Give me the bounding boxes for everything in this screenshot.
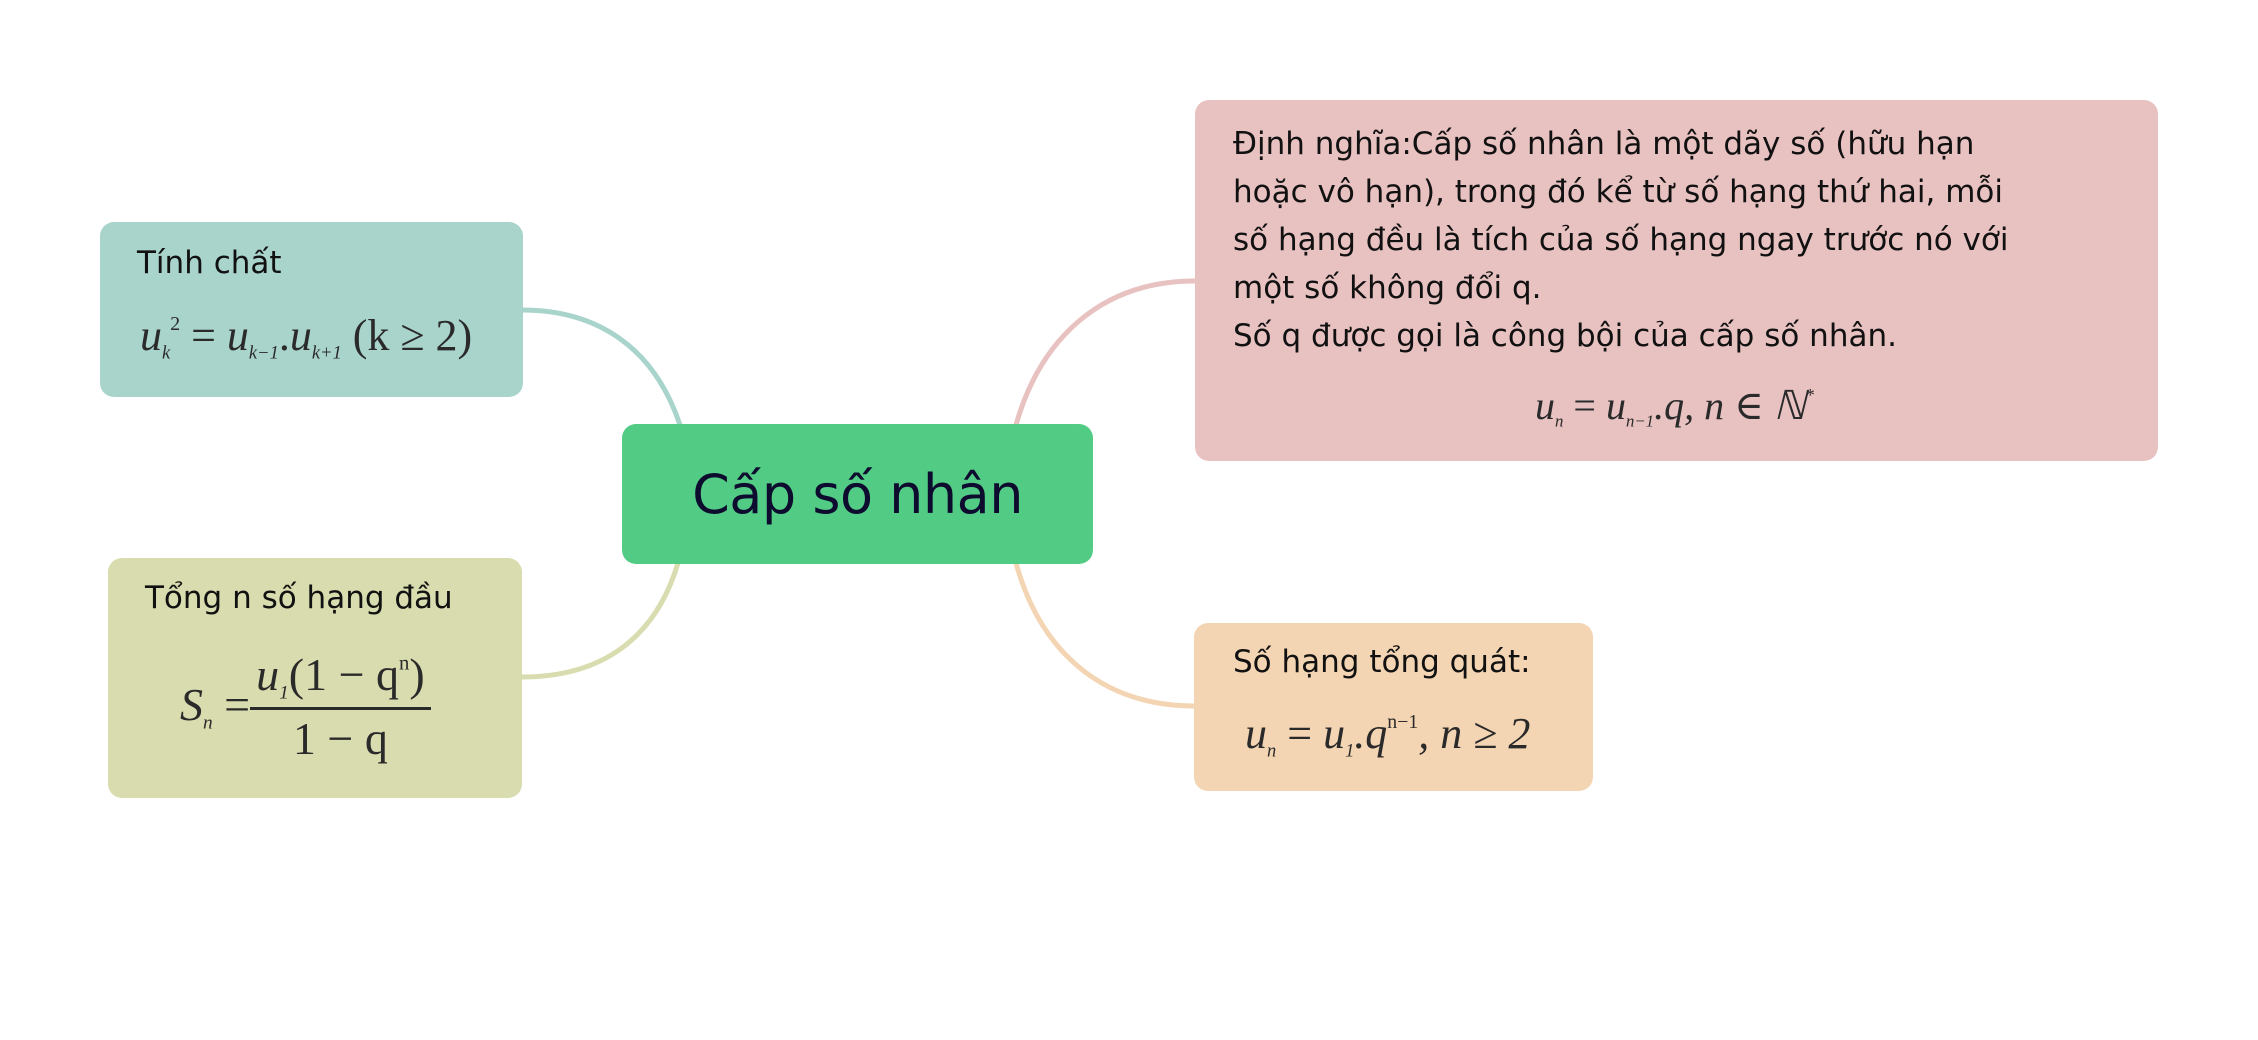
so-hang-formula: un = u1.qn−1, n ≥ 2 bbox=[1245, 708, 1530, 761]
connector-so-hang bbox=[1013, 562, 1196, 709]
formula-term: (1 − q bbox=[288, 649, 400, 700]
formula-fraction: u1(1 − qn) 1 − q bbox=[250, 648, 431, 765]
formula-subscript: k+1 bbox=[311, 342, 342, 363]
branch-dinh-nghia-node[interactable] bbox=[1195, 100, 2158, 461]
fraction-numerator: u1(1 − qn) bbox=[250, 648, 431, 710]
branch-so-hang-node[interactable] bbox=[1194, 623, 1593, 791]
formula-condition: , n ≥ 2 bbox=[1418, 709, 1531, 758]
branch-tinh-chat-node[interactable] bbox=[100, 222, 523, 397]
connector-dinh-nghia bbox=[1013, 278, 1196, 426]
connector-tong bbox=[521, 562, 681, 680]
formula-symbol: u bbox=[140, 311, 162, 360]
formula-operator: . bbox=[278, 311, 290, 360]
formula-superscript: 2 bbox=[170, 313, 181, 336]
tong-formula: Sn = u1(1 − qn) 1 − q bbox=[180, 648, 431, 765]
formula-operator: = bbox=[1563, 383, 1606, 428]
formula-term: .q, n ∈ ℕ bbox=[1654, 383, 1806, 428]
central-topic-node[interactable]: Cấp số nhân bbox=[622, 424, 1093, 564]
formula-subscript: n bbox=[203, 712, 213, 734]
formula-symbol: u bbox=[1605, 383, 1626, 428]
formula-symbol: S bbox=[180, 679, 203, 730]
formula-subscript: k−1 bbox=[248, 342, 279, 363]
connector-tinh-chat bbox=[521, 307, 683, 426]
branch-so-hang-title: Số hạng tổng quát: bbox=[1233, 644, 1531, 680]
formula-symbol: u bbox=[226, 311, 249, 360]
formula-superscript: n−1 bbox=[1387, 711, 1419, 734]
formula-symbol: u bbox=[289, 311, 312, 360]
formula-subscript: k bbox=[162, 342, 171, 363]
formula-term: ) bbox=[409, 649, 425, 700]
formula-superscript: * bbox=[1805, 385, 1815, 405]
formula-superscript: n bbox=[399, 652, 410, 675]
definition-formula: un = un−1.q, n ∈ ℕ* bbox=[1535, 382, 1815, 432]
formula-term: .q bbox=[1354, 709, 1388, 758]
formula-condition: (k ≥ 2) bbox=[341, 311, 473, 360]
formula-subscript: n bbox=[1267, 740, 1277, 761]
fraction-denominator: 1 − q bbox=[292, 712, 388, 764]
formula-subscript: n bbox=[1555, 411, 1564, 431]
formula-lhs: Sn = bbox=[180, 678, 250, 735]
tinh-chat-formula: uk2 = uk−1.uk+1 (k ≥ 2) bbox=[140, 310, 472, 363]
formula-symbol: u bbox=[1323, 709, 1346, 758]
branch-tong-title: Tổng n số hạng đầu bbox=[145, 580, 453, 616]
definition-paragraph: Định nghĩa:Cấp số nhân là một dãy số (hữ… bbox=[1233, 126, 2009, 354]
branch-tinh-chat-title: Tính chất bbox=[137, 245, 282, 281]
formula-subscript: 1 bbox=[1345, 740, 1355, 761]
formula-subscript: n−1 bbox=[1625, 411, 1655, 431]
central-topic-label: Cấp số nhân bbox=[692, 462, 1023, 526]
formula-operator: = bbox=[180, 311, 227, 360]
formula-symbol: u bbox=[1535, 383, 1555, 428]
branch-tong-node[interactable] bbox=[108, 558, 522, 798]
formula-operator: = bbox=[1276, 709, 1324, 758]
formula-subscript: 1 bbox=[279, 682, 289, 704]
formula-symbol: u bbox=[1245, 709, 1267, 758]
formula-operator: = bbox=[212, 679, 251, 730]
formula-symbol: u bbox=[256, 649, 280, 700]
